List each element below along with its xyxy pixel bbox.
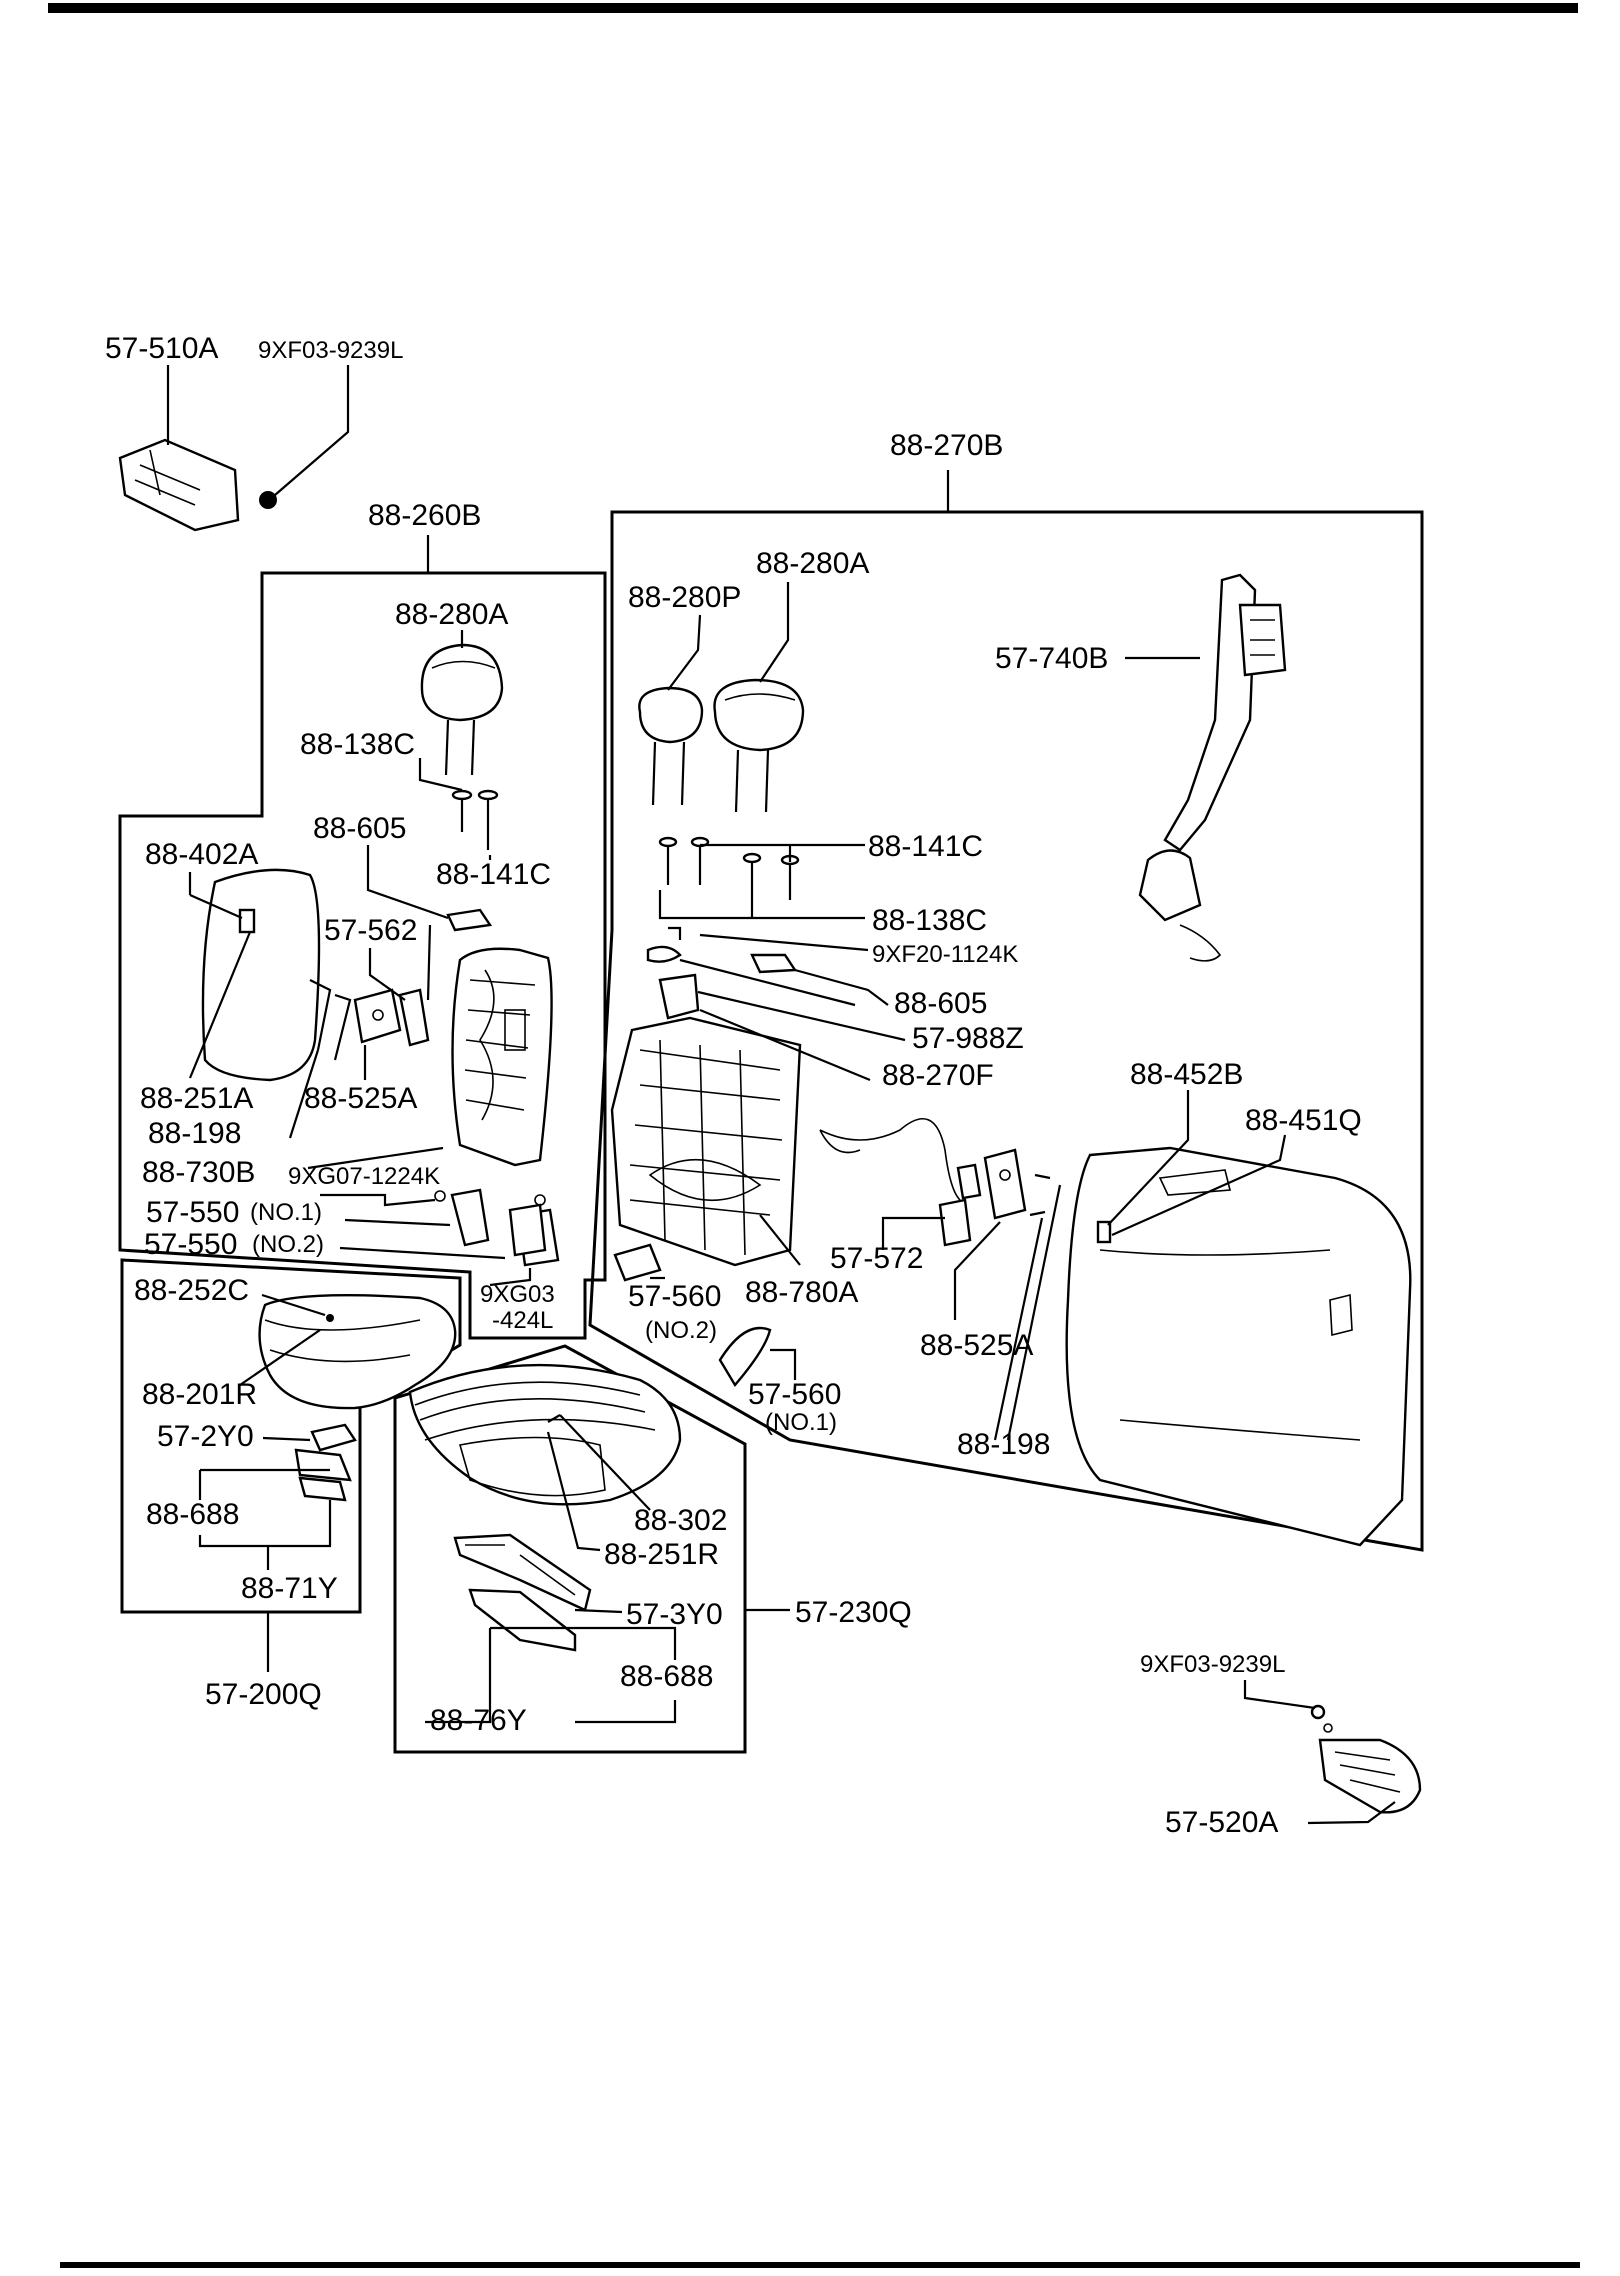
label-88-76Y: 88-76Y (430, 1704, 527, 1737)
label-no2-b: (NO.2) (645, 1317, 717, 1344)
label-88-605-left: 88-605 (313, 812, 406, 845)
label-88-71Y: 88-71Y (241, 1572, 338, 1605)
label-57-3Y0: 57-3Y0 (626, 1598, 723, 1631)
bolt-9xg03-424l (508, 1203, 547, 1257)
headrest-right-small (638, 614, 704, 806)
guides-right (658, 836, 865, 920)
bottom-rule (60, 2262, 1580, 2268)
label-57-560-no1: 57-560 (748, 1378, 841, 1411)
label-88-280P: 88-280P (628, 581, 741, 614)
label-9xf20-1124k: 9XF20-1124K (872, 941, 1018, 968)
clips-right (646, 926, 906, 1042)
top-rule (48, 3, 1578, 13)
harness-57-572 (819, 1118, 982, 1250)
label-88-451Q: 88-451Q (1245, 1104, 1362, 1137)
label-88-280A-left: 88-280A (395, 598, 508, 631)
label-88-270F: 88-270F (882, 1059, 994, 1092)
knob-88-605-left (366, 845, 493, 932)
bracket-57-550-no1 (320, 1188, 490, 1247)
label-9xf03-9239l-top: 9XF03-9239L (258, 337, 403, 364)
label-no1-a: (NO.1) (250, 1199, 322, 1226)
label-88-260B: 88-260B (368, 499, 481, 532)
label-57-740B: 57-740B (995, 642, 1108, 675)
seat-cushion-right (408, 1363, 682, 1552)
rods-88-198-left (288, 979, 352, 1139)
label-88-525A-left: 88-525A (304, 1082, 417, 1115)
seatback-pad-left (188, 868, 321, 1082)
seatbelt-57-740B (1125, 573, 1287, 962)
group-box-88-270B (588, 510, 1424, 1552)
label-88-198-left: 88-198 (148, 1117, 241, 1150)
label-57-550-no1: 57-550 (146, 1196, 239, 1229)
guides-left (418, 758, 499, 860)
label-88-138C-right: 88-138C (872, 904, 987, 937)
headrest-left (420, 630, 504, 776)
headrest-right-large (713, 582, 805, 813)
label-88-280A-right: 88-280A (756, 547, 869, 580)
label-88-452B: 88-452B (1130, 1058, 1243, 1091)
label-9xf03-9239l-bottom: 9XF03-9239L (1140, 1651, 1285, 1678)
label-57-562: 57-562 (324, 914, 417, 947)
hinge-cover-57-510A (118, 365, 350, 532)
label-88-138C-left: 88-138C (300, 728, 415, 761)
seatback-frame-left (307, 947, 553, 1170)
seatback-pad-right (1065, 1090, 1412, 1547)
label-57-2Y0: 57-2Y0 (157, 1420, 254, 1453)
label-9xg03-b: -424L (492, 1307, 553, 1334)
label-88-605-right: 88-605 (894, 987, 987, 1020)
label-no2-a: (NO.2) (252, 1231, 324, 1258)
label-88-270B: 88-270B (890, 429, 1003, 462)
label-57-520A: 57-520A (1165, 1806, 1278, 1839)
hinge-cover-57-520A (1243, 1680, 1422, 1825)
label-88-251R: 88-251R (604, 1538, 719, 1571)
label-57-988Z: 57-988Z (912, 1022, 1024, 1055)
label-88-402A: 88-402A (145, 838, 258, 871)
label-57-200Q: 57-200Q (205, 1678, 322, 1711)
label-57-510A: 57-510A (105, 332, 218, 365)
label-57-230Q: 57-230Q (795, 1596, 912, 1629)
label-88-730B: 88-730B (142, 1156, 255, 1189)
label-57-560-no2: 57-560 (628, 1280, 721, 1313)
label-88-780A: 88-780A (745, 1276, 858, 1309)
cushion-brackets-right (425, 1533, 677, 1724)
bracket-57-560-no1 (718, 1326, 797, 1388)
label-88-688-left: 88-688 (146, 1498, 239, 1531)
label-88-252C: 88-252C (134, 1274, 249, 1307)
label-88-141C-left: 88-141C (436, 858, 551, 891)
seatback-frame-right (610, 1008, 871, 1267)
label-88-201R: 88-201R (142, 1378, 257, 1411)
label-88-198-right: 88-198 (957, 1428, 1050, 1461)
recliner-parts-left (353, 924, 432, 1080)
group-box-57-230Q (393, 1344, 747, 1754)
bracket-88-525A-right (953, 1148, 1062, 1441)
label-88-688-right: 88-688 (620, 1660, 713, 1693)
bracket-57-560-no2 (613, 1243, 665, 1282)
label-88-141C-right: 88-141C (868, 830, 983, 863)
label-57-572: 57-572 (830, 1242, 923, 1275)
label-88-251A: 88-251A (140, 1082, 253, 1115)
cushion-brackets-left (198, 1423, 357, 1570)
seat-cushion-left (239, 1293, 457, 1410)
